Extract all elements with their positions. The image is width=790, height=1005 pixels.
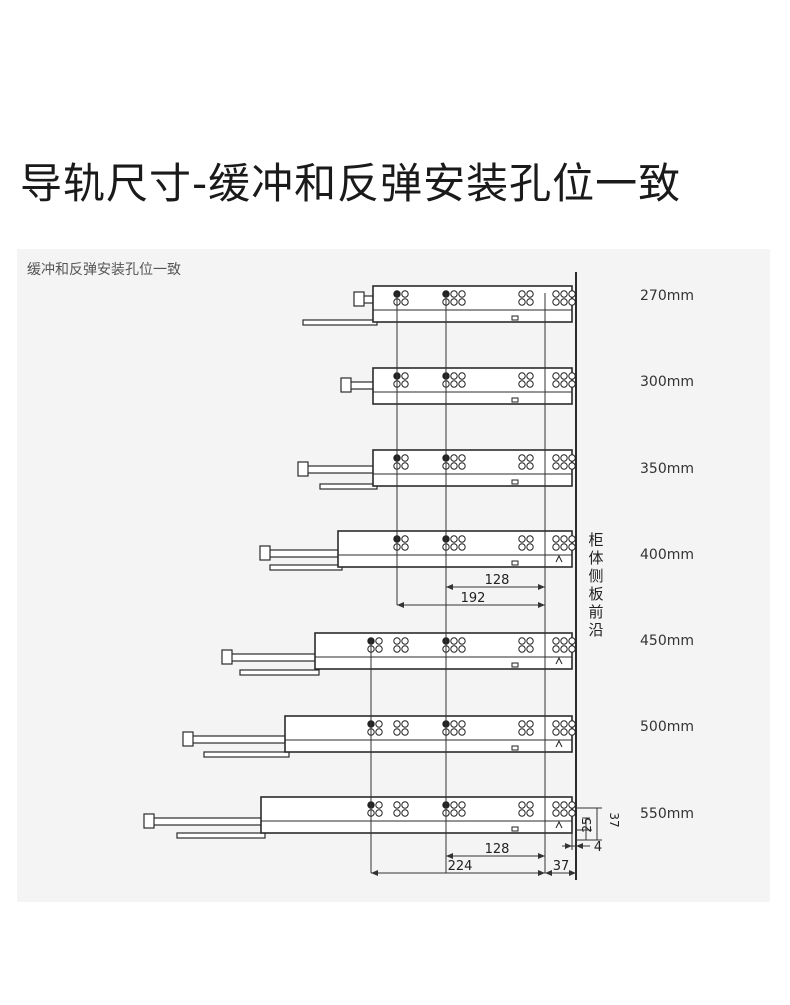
rail-extension xyxy=(299,465,378,474)
hole-group xyxy=(393,720,409,736)
hole-group xyxy=(552,637,576,653)
cabinet-edge-char-2: 体 xyxy=(588,549,603,567)
rail-extension xyxy=(145,817,266,826)
dim-128-upper: 128 xyxy=(446,573,545,590)
rail-length-label: 450mm xyxy=(640,633,694,649)
rail-slot xyxy=(511,826,519,832)
cabinet-edge-char-4: 板 xyxy=(588,585,603,603)
rail-inner-member xyxy=(203,751,290,758)
dim-37-bottom: 37 xyxy=(545,859,576,876)
rail-7 xyxy=(143,796,576,839)
rail-slot xyxy=(511,315,519,321)
rail-arrow-mark xyxy=(555,656,563,665)
rail-inner-member xyxy=(269,564,343,571)
panel-caption: 缓冲和反弹安装孔位一致 xyxy=(27,262,181,278)
rail-tip xyxy=(259,545,271,561)
dim-224: 224 xyxy=(371,859,545,876)
hole-group xyxy=(518,801,534,817)
hole-group xyxy=(518,454,534,470)
dim-192-text: 192 xyxy=(461,591,486,606)
rail-inner-member xyxy=(239,669,320,676)
rail-labels: 270mm 300mm 350mm 400mm 450mm 500mm 550mm xyxy=(640,288,694,822)
rail-slot xyxy=(511,479,519,485)
rail-tip xyxy=(297,461,309,477)
dim-128-lower: 128 xyxy=(446,842,545,859)
rail-tip xyxy=(353,291,365,307)
cabinet-edge-char-5: 前 xyxy=(588,603,603,621)
rail-3 xyxy=(297,449,576,490)
rail-tip xyxy=(221,649,233,665)
rail-length-label: 550mm xyxy=(640,806,694,822)
rail-tip xyxy=(143,813,155,829)
rail-extension xyxy=(184,735,290,744)
hole-group xyxy=(518,290,534,306)
hole-group xyxy=(518,720,534,736)
hole-group xyxy=(552,535,576,551)
hole-group xyxy=(393,454,409,470)
rail-slot xyxy=(511,397,519,403)
hole-group xyxy=(442,801,466,817)
hole-group xyxy=(552,720,576,736)
rail-inner-member xyxy=(319,483,378,490)
rail-length-label: 400mm xyxy=(640,547,694,563)
rail-tip xyxy=(182,731,194,747)
dim-vertical: 25 37 xyxy=(576,807,621,841)
rail-inner-member xyxy=(176,832,266,839)
hole-group xyxy=(552,372,576,388)
rail-length-label: 500mm xyxy=(640,719,694,735)
dim-192: 192 xyxy=(397,591,545,608)
hole-group xyxy=(552,801,576,817)
rail-inner-member xyxy=(302,319,378,326)
cabinet-edge-char-6: 沿 xyxy=(588,621,603,639)
rail-arrow-mark xyxy=(555,820,563,829)
rail-1 xyxy=(302,285,576,326)
rail-arrow-mark xyxy=(555,739,563,748)
rail-6 xyxy=(182,715,576,758)
rail-slot xyxy=(511,560,519,566)
rail-body xyxy=(260,796,573,834)
dim-128-upper-text: 128 xyxy=(485,573,510,588)
rail-length-label: 350mm xyxy=(640,461,694,477)
hole-group xyxy=(393,801,409,817)
cabinet-edge-char-3: 侧 xyxy=(588,567,603,585)
rail-extension xyxy=(261,549,343,558)
hole-group xyxy=(442,454,466,470)
rail-arrow-mark xyxy=(555,554,563,563)
diagram-panel: 缓冲和反弹安装孔位一致 xyxy=(17,249,770,902)
rail-length-label: 300mm xyxy=(640,374,694,390)
dim-37-side-text: 37 xyxy=(607,812,621,827)
hole-group xyxy=(518,372,534,388)
rail-5 xyxy=(221,632,576,676)
rails-layer xyxy=(143,285,576,839)
rail-4 xyxy=(259,530,576,571)
dim-4-text: 4 xyxy=(594,840,602,855)
rail-slot xyxy=(511,662,519,668)
hole-group xyxy=(552,454,576,470)
dim-224-text: 224 xyxy=(448,859,473,874)
hole-group xyxy=(393,637,409,653)
cabinet-edge-label: 柜 体 侧 板 前 沿 xyxy=(588,531,603,639)
dim-25-text: 25 xyxy=(580,817,594,832)
dim-37-bottom-text: 37 xyxy=(553,859,570,874)
hole-group xyxy=(552,290,576,306)
rail-2 xyxy=(340,367,576,405)
hole-group xyxy=(518,535,534,551)
dim-4: 4 xyxy=(562,830,602,855)
dim-128-lower-text: 128 xyxy=(485,842,510,857)
cabinet-edge-char-1: 柜 xyxy=(588,531,603,549)
rail-tip xyxy=(340,377,352,393)
rail-slot xyxy=(511,745,519,751)
hole-group xyxy=(518,637,534,653)
page-title: 导轨尺寸-缓冲和反弹安装孔位一致 xyxy=(20,159,682,208)
rail-length-label: 270mm xyxy=(640,288,694,304)
rail-extension xyxy=(223,653,320,662)
